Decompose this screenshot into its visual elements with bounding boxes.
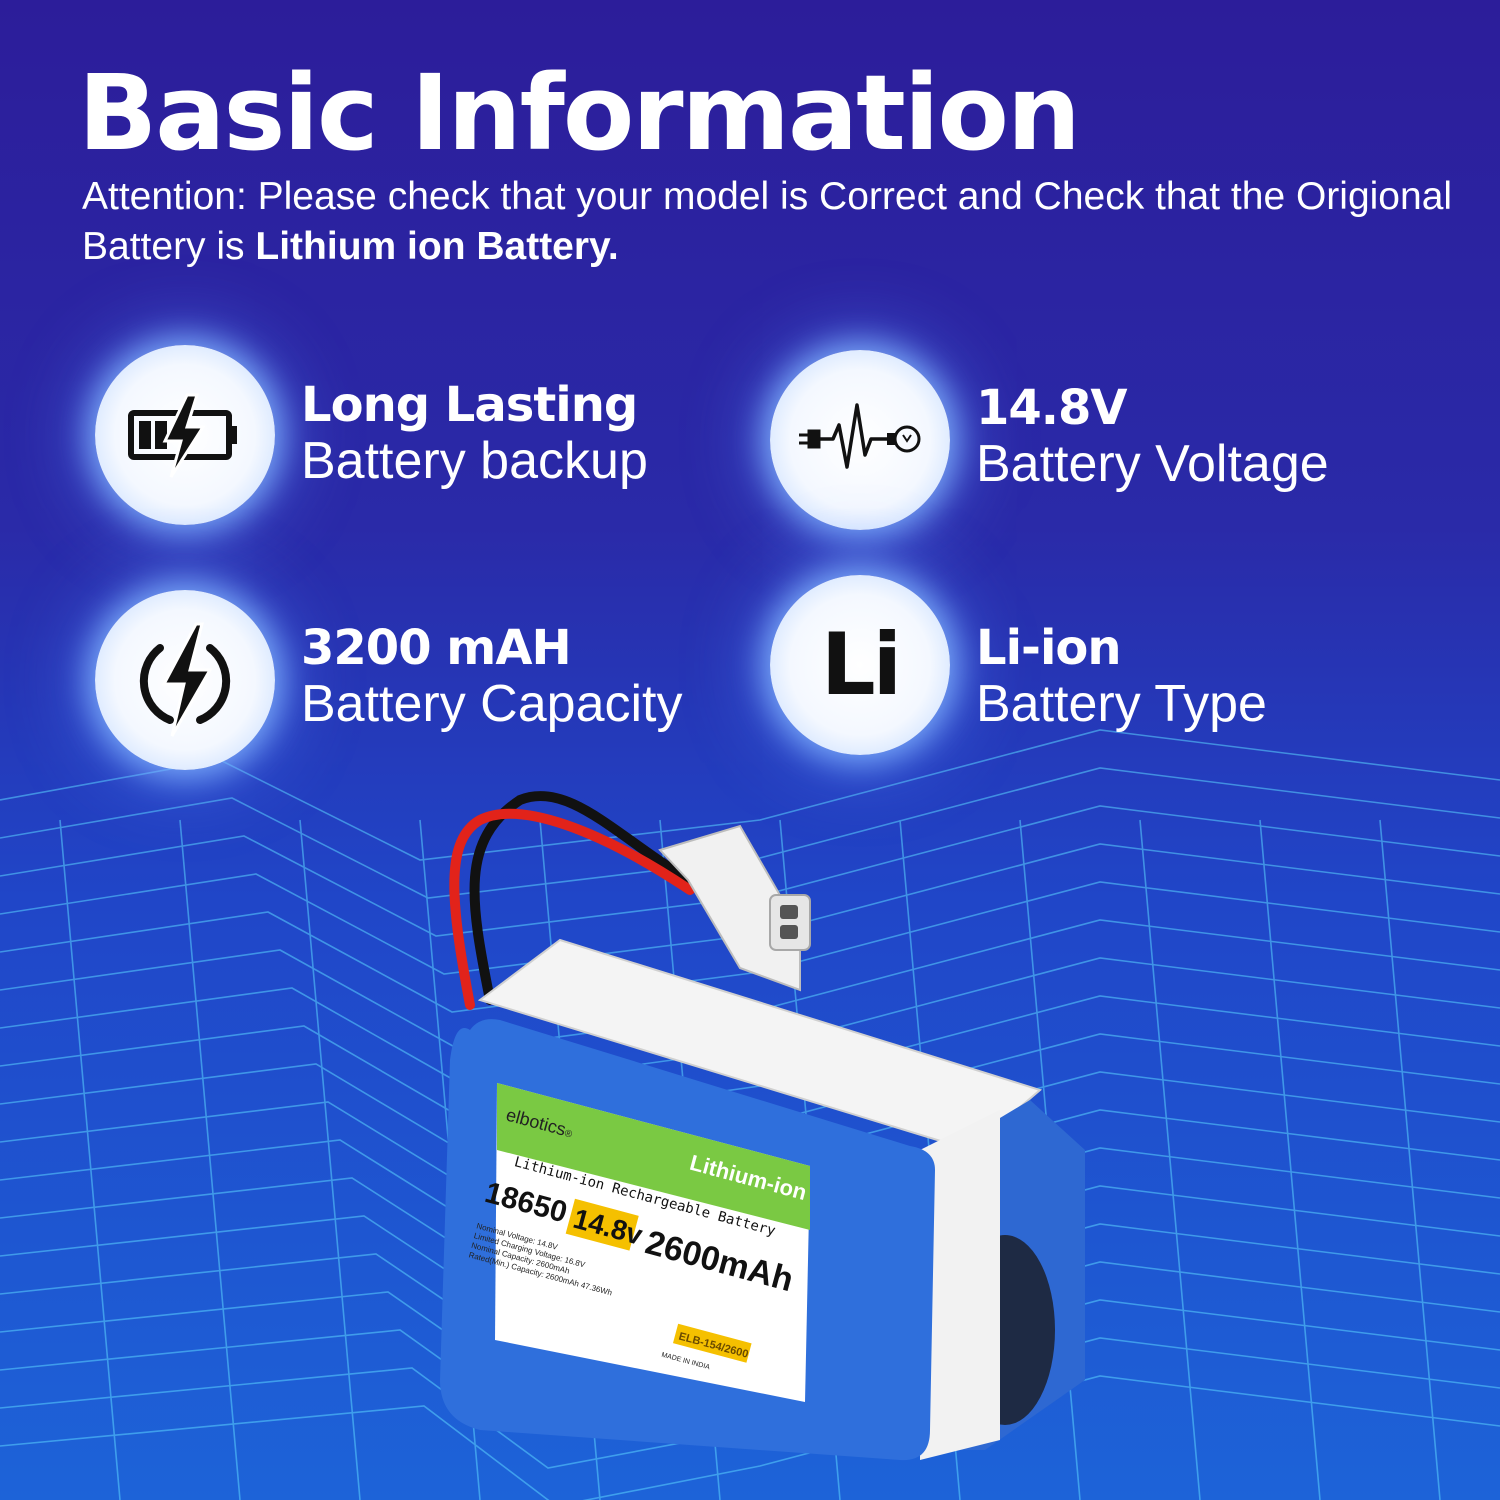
attention-emphasis: Lithium ion Battery. xyxy=(255,225,619,268)
wireframe-line xyxy=(0,805,1500,937)
feature-heading: Li-ion xyxy=(976,620,1122,676)
wireframe-line xyxy=(59,819,121,1500)
feature-long-lasting: Long Lasting Battery backup xyxy=(95,345,775,535)
feature-subtext: Battery backup xyxy=(301,432,648,490)
lightning-bolt-icon xyxy=(139,622,231,737)
wireframe-line xyxy=(299,819,361,1500)
feature-icon-circle: Li xyxy=(770,575,950,755)
wireframe-line xyxy=(1259,819,1321,1500)
attention-text: Attention: Please check that your model … xyxy=(82,175,1453,268)
feature-subtext: Battery Voltage xyxy=(976,435,1329,493)
wireframe-line xyxy=(179,819,241,1500)
voltage-pulse-icon xyxy=(799,403,921,469)
feature-voltage: 14.8V Battery Voltage xyxy=(770,350,1450,540)
wireframe-line xyxy=(1139,819,1201,1500)
feature-capacity: 3200 mAH Battery Capacity xyxy=(95,590,775,780)
feature-battery-type: Li Li-ion Battery Type xyxy=(770,575,1450,765)
attention-note: Attention: Please check that your model … xyxy=(82,172,1462,272)
wireframe-line xyxy=(0,767,1500,899)
li-symbol-icon: Li xyxy=(820,615,902,715)
battery-charging-icon xyxy=(128,393,237,478)
feature-icon-circle xyxy=(95,345,275,525)
feature-heading: Long Lasting xyxy=(301,377,638,433)
page-title: Basic Information xyxy=(78,52,1081,174)
feature-subtext: Battery Type xyxy=(976,675,1267,733)
feature-icon-circle xyxy=(95,590,275,770)
feature-heading: 3200 mAH xyxy=(301,620,572,676)
wireframe-line xyxy=(1379,819,1441,1500)
wireframe-line xyxy=(0,1375,1500,1500)
feature-subtext: Battery Capacity xyxy=(301,675,683,733)
feature-icon-circle xyxy=(770,350,950,530)
connector-plug xyxy=(658,824,811,992)
feature-heading: 14.8V xyxy=(976,380,1128,436)
wireframe-line xyxy=(0,1337,1500,1469)
